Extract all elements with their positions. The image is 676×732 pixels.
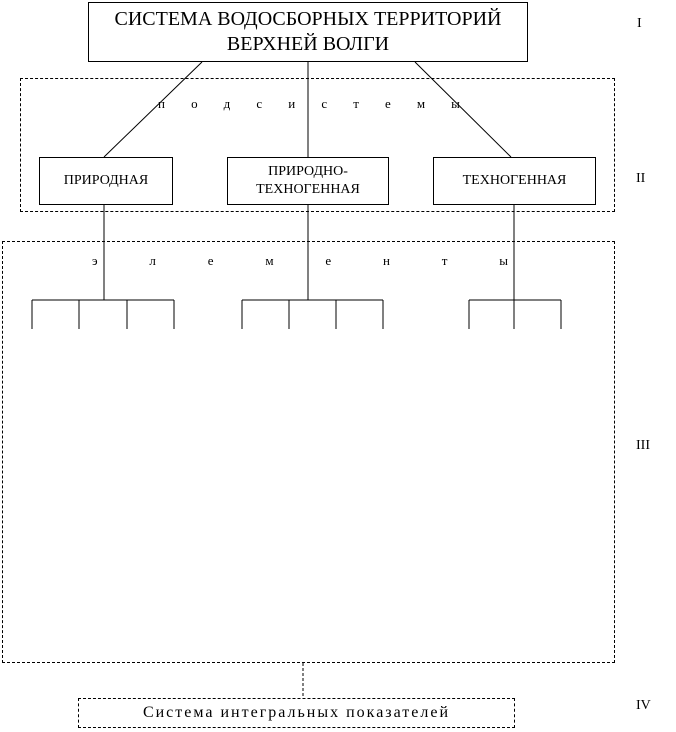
elements-label-letter: ы [499, 253, 508, 268]
subsystems-label-letter: т [353, 96, 359, 111]
subsystems-label-letter: п [158, 96, 165, 111]
subsystems-label-letter: м [416, 96, 426, 111]
level-marker-III: III [636, 438, 650, 453]
elements-label-letter: н [382, 253, 390, 268]
elements-label-letter: м [265, 253, 274, 268]
subsystem-technogenic-label: ТЕХНОГЕННАЯ [462, 173, 567, 188]
level-marker-I: I [637, 16, 642, 31]
elements-label-letter: т [441, 253, 448, 268]
elements-label-letter: е [325, 253, 332, 268]
subsystems-label-letter: и [288, 96, 296, 111]
subsystems-label-letter: с [321, 96, 328, 111]
elements-bracket-technogenic [468, 299, 562, 329]
title-box: СИСТЕМА ВОДОСБОРНЫХ ТЕРРИТОРИЙ ВЕРХНЕЙ В… [88, 2, 528, 62]
subsystems-label-letter: ы [451, 96, 460, 111]
title-line-2: ВЕРХНЕЙ ВОЛГИ [226, 33, 390, 55]
subsystem-nat-tech-label-2: ТЕХНОГЕННАЯ [256, 182, 360, 197]
title-line-1: СИСТЕМА ВОДОСБОРНЫХ ТЕРРИТОРИЙ [114, 8, 502, 30]
subsystems-label-letter: д [223, 96, 231, 111]
level-marker-IV: IV [636, 698, 651, 713]
elements-bracket-nat-tech [241, 299, 384, 329]
level-marker-II: II [636, 171, 646, 186]
subsystems-label-letter: с [256, 96, 263, 111]
subsystems-label: п о д с и с т е м ы [158, 96, 460, 112]
connector-title-technogenic [414, 61, 512, 158]
integral-indicators-box: Система интегральных показателей [78, 698, 515, 728]
subsystem-nat-tech-box: ПРИРОДНО- ТЕХНОГЕННАЯ [227, 157, 389, 205]
elements-region [2, 241, 615, 663]
connector-title-natural [103, 61, 203, 158]
subsystem-technogenic-box: ТЕХНОГЕННАЯ [433, 157, 596, 205]
subsystems-label-letter: о [191, 96, 198, 111]
elements-label-letter: л [149, 253, 156, 268]
elements-bracket-natural [31, 299, 175, 329]
subsystems-label-letter: е [384, 96, 391, 111]
subsystems-region [20, 78, 615, 212]
elements-label: э л е м е н т ы [92, 253, 508, 269]
subsystem-nat-tech-label-1: ПРИРОДНО- [268, 164, 348, 179]
subsystem-natural-box: ПРИРОДНАЯ [39, 157, 173, 205]
elements-label-letter: э [92, 253, 98, 268]
integral-indicators-label: Система интегральных показателей [142, 704, 451, 721]
elements-label-letter: е [207, 253, 214, 268]
subsystem-natural-label: ПРИРОДНАЯ [63, 173, 149, 188]
